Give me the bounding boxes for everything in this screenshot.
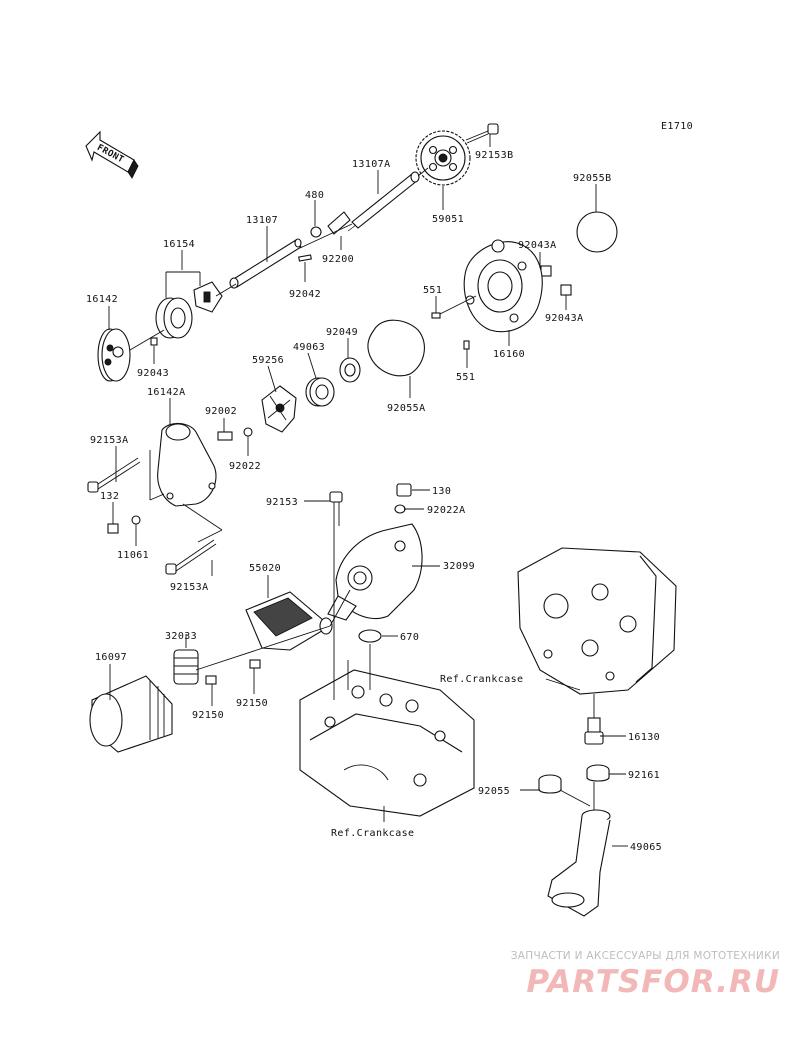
pin-92042 xyxy=(298,254,312,262)
bearing-49063 xyxy=(305,377,335,407)
label-92153A-2: 92153A xyxy=(170,582,209,593)
strainer-49065 xyxy=(547,809,611,917)
cover-16142A xyxy=(157,422,217,507)
label-32099: 32099 xyxy=(443,561,475,572)
pin-92043A-2 xyxy=(560,284,572,296)
bolt-92150-1 xyxy=(205,675,217,685)
pump-cover-16142 xyxy=(97,328,131,382)
label-16142: 16142 xyxy=(86,294,118,305)
label-132: 132 xyxy=(100,491,119,502)
label-16130: 16130 xyxy=(628,732,660,743)
label-59051: 59051 xyxy=(432,214,464,225)
label-551-2: 551 xyxy=(456,372,475,383)
watermark-logo: PARTSFOR.RU xyxy=(526,964,780,1000)
pin-92043 xyxy=(150,337,158,346)
crankcase-lower xyxy=(299,669,475,817)
label-92200: 92200 xyxy=(322,254,354,265)
label-32033: 32033 xyxy=(165,631,197,642)
label-ref-crankcase-1: Ref.Crankcase xyxy=(440,674,523,685)
sprocket-59051 xyxy=(415,130,471,186)
label-92153B: 92153B xyxy=(475,150,514,161)
gasket-92055A xyxy=(367,319,425,377)
baffle-55020 xyxy=(245,591,333,651)
label-92042: 92042 xyxy=(289,289,321,300)
collar-92161 xyxy=(586,764,610,782)
label-92150-1: 92150 xyxy=(192,710,224,721)
plug-130 xyxy=(396,483,412,497)
pin-551-2 xyxy=(463,340,470,350)
o-ring-670 xyxy=(358,629,382,643)
leader-lines xyxy=(108,134,628,847)
pipe-32099 xyxy=(327,523,423,621)
pin-92043A-1 xyxy=(540,265,552,277)
part-labels: 13107A 480 92153B 92055B 13107 16154 922… xyxy=(86,150,662,853)
label-55020: 55020 xyxy=(249,563,281,574)
bolt-132 xyxy=(107,523,119,534)
label-92153A-1: 92153A xyxy=(90,435,129,446)
seal-92049 xyxy=(339,357,361,383)
washer-92022A xyxy=(394,504,406,514)
rotor-16154 xyxy=(155,281,223,339)
label-92150-2: 92150 xyxy=(236,698,268,709)
washer-92200 xyxy=(327,211,351,235)
label-92002: 92002 xyxy=(205,406,237,417)
shaft-13107A xyxy=(347,171,420,232)
label-13107A: 13107A xyxy=(352,159,391,170)
label-92043: 92043 xyxy=(137,368,169,379)
label-130: 130 xyxy=(432,486,451,497)
label-92022A: 92022A xyxy=(427,505,466,516)
label-59256: 59256 xyxy=(252,355,284,366)
seal-92055 xyxy=(538,774,562,794)
bolt-92002 xyxy=(217,431,233,441)
diagram-code: E1710 xyxy=(661,121,693,132)
bolt-92153B xyxy=(465,123,499,144)
label-16160: 16160 xyxy=(493,349,525,360)
watermark-tagline: ЗАПЧАСТИ И АКСЕССУАРЫ ДЛЯ МОТОТЕХНИКИ xyxy=(510,950,780,962)
housing-16160 xyxy=(463,239,543,333)
oil-filter-16097 xyxy=(89,675,173,753)
label-92043A-1: 92043A xyxy=(518,240,557,251)
label-92043A-2: 92043A xyxy=(545,313,584,324)
label-92055A: 92055A xyxy=(387,403,426,414)
o-ring-92055B xyxy=(576,211,618,253)
label-49063: 49063 xyxy=(293,342,325,353)
label-92055: 92055 xyxy=(478,786,510,797)
label-49065: 49065 xyxy=(630,842,662,853)
shaft-13107 xyxy=(229,238,302,289)
label-551-1: 551 xyxy=(423,285,442,296)
label-16154: 16154 xyxy=(163,239,195,250)
label-670: 670 xyxy=(400,632,419,643)
front-arrow-icon: FRONT xyxy=(85,130,139,179)
label-92161: 92161 xyxy=(628,770,660,781)
fitting-16130 xyxy=(584,717,604,745)
impeller-59256 xyxy=(261,385,297,433)
label-13107: 13107 xyxy=(246,215,278,226)
circlip-480 xyxy=(310,226,322,238)
label-92049: 92049 xyxy=(326,327,358,338)
label-92022: 92022 xyxy=(229,461,261,472)
gasket-11061 xyxy=(131,515,141,525)
bolt-92153 xyxy=(329,491,343,526)
label-480: 480 xyxy=(305,190,324,201)
label-11061: 11061 xyxy=(117,550,149,561)
label-16142A: 16142A xyxy=(147,387,186,398)
label-92153: 92153 xyxy=(266,497,298,508)
label-ref-crankcase-2: Ref.Crankcase xyxy=(331,828,414,839)
bolt-92153A-1 xyxy=(87,457,141,493)
bolt-92153A-2 xyxy=(165,539,217,575)
crankcase-upper xyxy=(517,547,677,695)
washer-92022 xyxy=(243,427,253,437)
bolt-92150-2 xyxy=(249,659,261,669)
label-16097: 16097 xyxy=(95,652,127,663)
pipe-32033 xyxy=(173,649,199,685)
label-92055B: 92055B xyxy=(573,173,612,184)
pin-551-1 xyxy=(431,312,441,319)
